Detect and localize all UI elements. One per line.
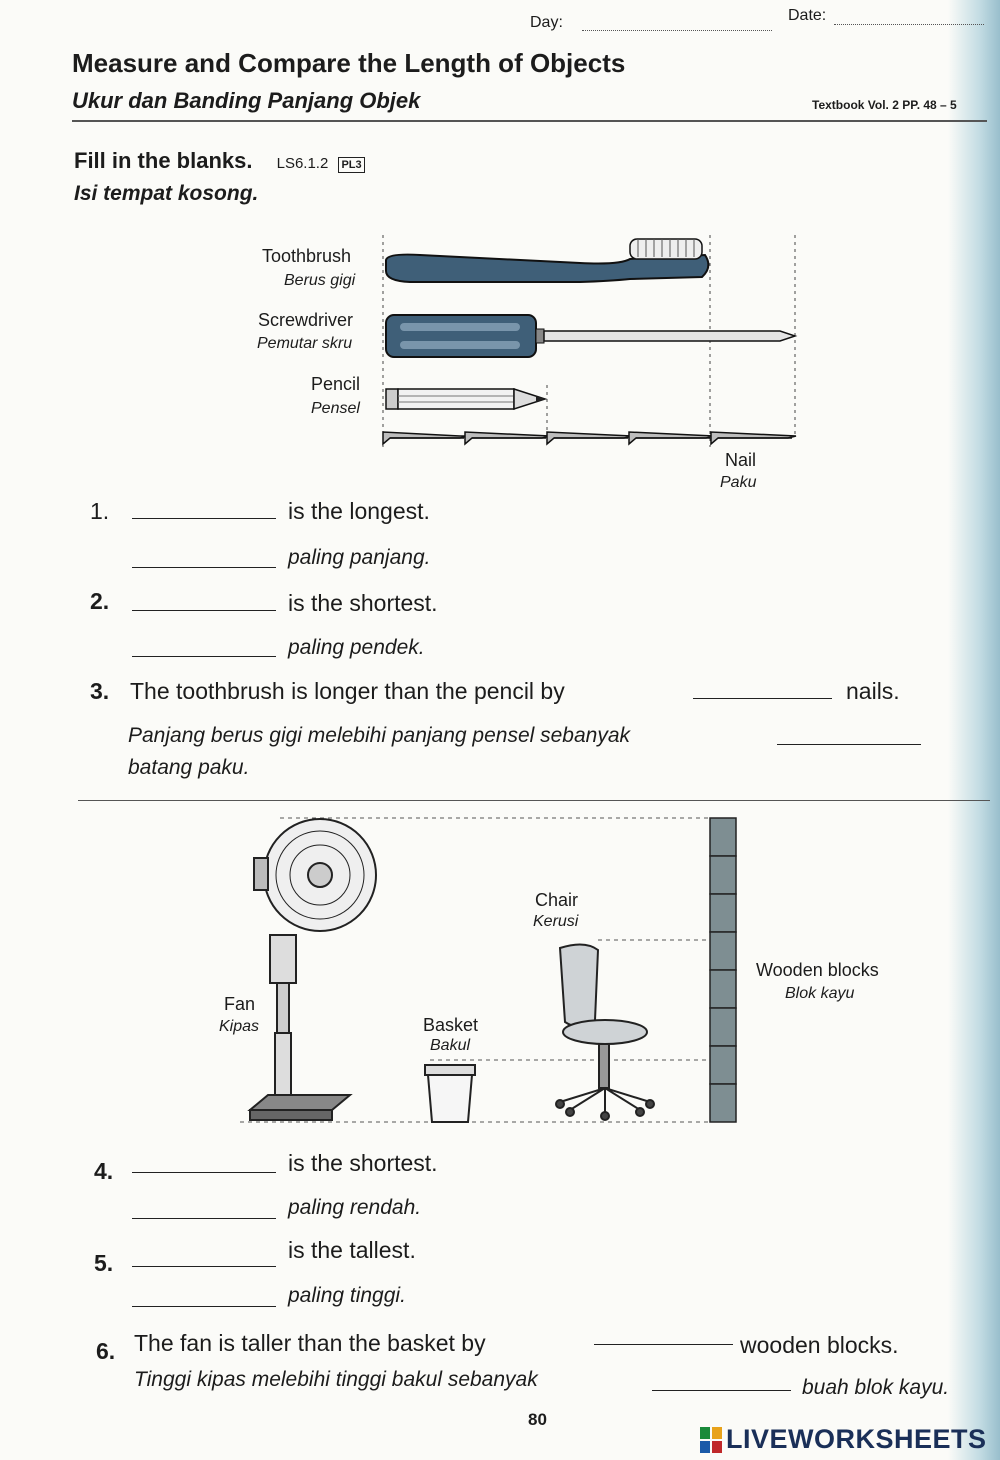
basket-label: Basket [423,1015,479,1035]
instruction-ms: Isi tempat kosong. [74,182,259,205]
answer-4-ms-input[interactable] [132,1196,276,1219]
question-3-text: The toothbrush is longer than the pencil… [130,678,565,704]
wooden-blocks-label: Wooden blocks [756,960,879,980]
level-badge: PL3 [338,157,365,173]
answer-1-en-input[interactable] [132,496,276,519]
question-3-text-ms-after: batang paku. [128,756,250,779]
question-5-text: is the tallest. [288,1237,416,1263]
height-figure [240,817,737,1123]
page-number: 80 [528,1410,547,1429]
pencil-label-ms: Pensel [311,400,360,417]
question-6-text-ms: Tinggi kipas melebihi tinggi bakul seban… [134,1368,538,1391]
pencil-label: Pencil [311,374,361,394]
answer-5-ms-input[interactable] [132,1284,276,1307]
page-subtitle: Ukur dan Banding Panjang Objek [72,88,421,113]
screwdriver-label: Screwdriver [258,310,354,330]
nail-label-ms: Paku [720,474,757,491]
fan-image [247,818,377,1121]
chair-label-ms: Kerusi [533,913,579,930]
wooden-blocks-label-ms: Blok kayu [785,985,855,1002]
question-2-text-ms: paling pendek. [288,636,425,659]
question-4-number: 4. [94,1158,114,1184]
question-6-text-after: wooden blocks. [740,1332,899,1358]
question-2-text: is the shortest. [288,590,438,616]
basket-label-ms: Bakul [430,1037,471,1054]
day-label: Day: [530,14,563,31]
answer-2-en-input[interactable] [132,588,276,611]
screwdriver-label-ms: Pemutar skru [257,335,353,352]
liveworksheets-brand: LIVEWORKSHEETS [726,1424,987,1454]
question-4-text-ms: paling rendah. [288,1196,422,1219]
nails-row [382,431,797,446]
question-3-text-after: nails. [846,678,900,704]
question-1-text: is the longest. [288,498,430,524]
question-2-number: 2. [90,588,110,614]
textbook-reference: Textbook Vol. 2 PP. 48 – 5 [812,98,957,112]
chair-label: Chair [535,890,579,910]
pencil-image [385,387,548,411]
screwdriver-image [385,314,798,358]
wooden-blocks-image [709,817,737,1123]
question-3-number: 3. [90,678,110,704]
liveworksheets-logo: LIVEWORKSHEETS [700,1424,987,1455]
section-divider [78,800,990,801]
question-6-text-ms-after: buah blok kayu. [802,1376,950,1399]
page-title: Measure and Compare the Length of Object… [72,48,626,78]
answer-2-ms-input[interactable] [132,634,276,657]
fan-label: Fan [224,994,256,1014]
instruction-en: Fill in the blanks. LS6.1.2 PL3 [74,148,365,174]
answer-3-en-input[interactable] [693,676,832,699]
question-5-number: 5. [94,1250,114,1276]
question-1-number: 1. [90,498,110,524]
day-line [582,30,772,31]
date-line [834,24,984,25]
liveworksheets-icon [700,1426,722,1453]
question-4-text: is the shortest. [288,1150,438,1176]
answer-6-en-input[interactable] [594,1322,733,1345]
question-3-text-ms: Panjang berus gigi melebihi panjang pens… [128,724,631,747]
answer-3-ms-input[interactable] [777,722,921,745]
answer-1-ms-input[interactable] [132,545,276,568]
question-5-text-ms: paling tinggi. [288,1284,406,1307]
toothbrush-label-ms: Berus gigi [284,272,356,289]
question-6-text: The fan is taller than the basket by [134,1330,486,1356]
length-figure [382,235,798,447]
answer-6-ms-input[interactable] [652,1368,791,1391]
nail-label: Nail [725,450,757,470]
date-label: Date: [788,7,827,24]
answer-4-en-input[interactable] [132,1150,276,1173]
toothbrush-label: Toothbrush [262,246,352,266]
chair-image [555,943,655,1121]
basket-image [424,1064,476,1123]
skill-code: LS6.1.2 [276,155,329,172]
question-1-text-ms: paling panjang. [288,546,431,569]
answer-5-en-input[interactable] [132,1244,276,1267]
toothbrush-image [385,238,710,283]
header-divider [72,120,987,122]
page-edge-shadow [948,0,1000,1460]
question-6-number: 6. [96,1338,116,1364]
fan-label-ms: Kipas [219,1018,260,1035]
